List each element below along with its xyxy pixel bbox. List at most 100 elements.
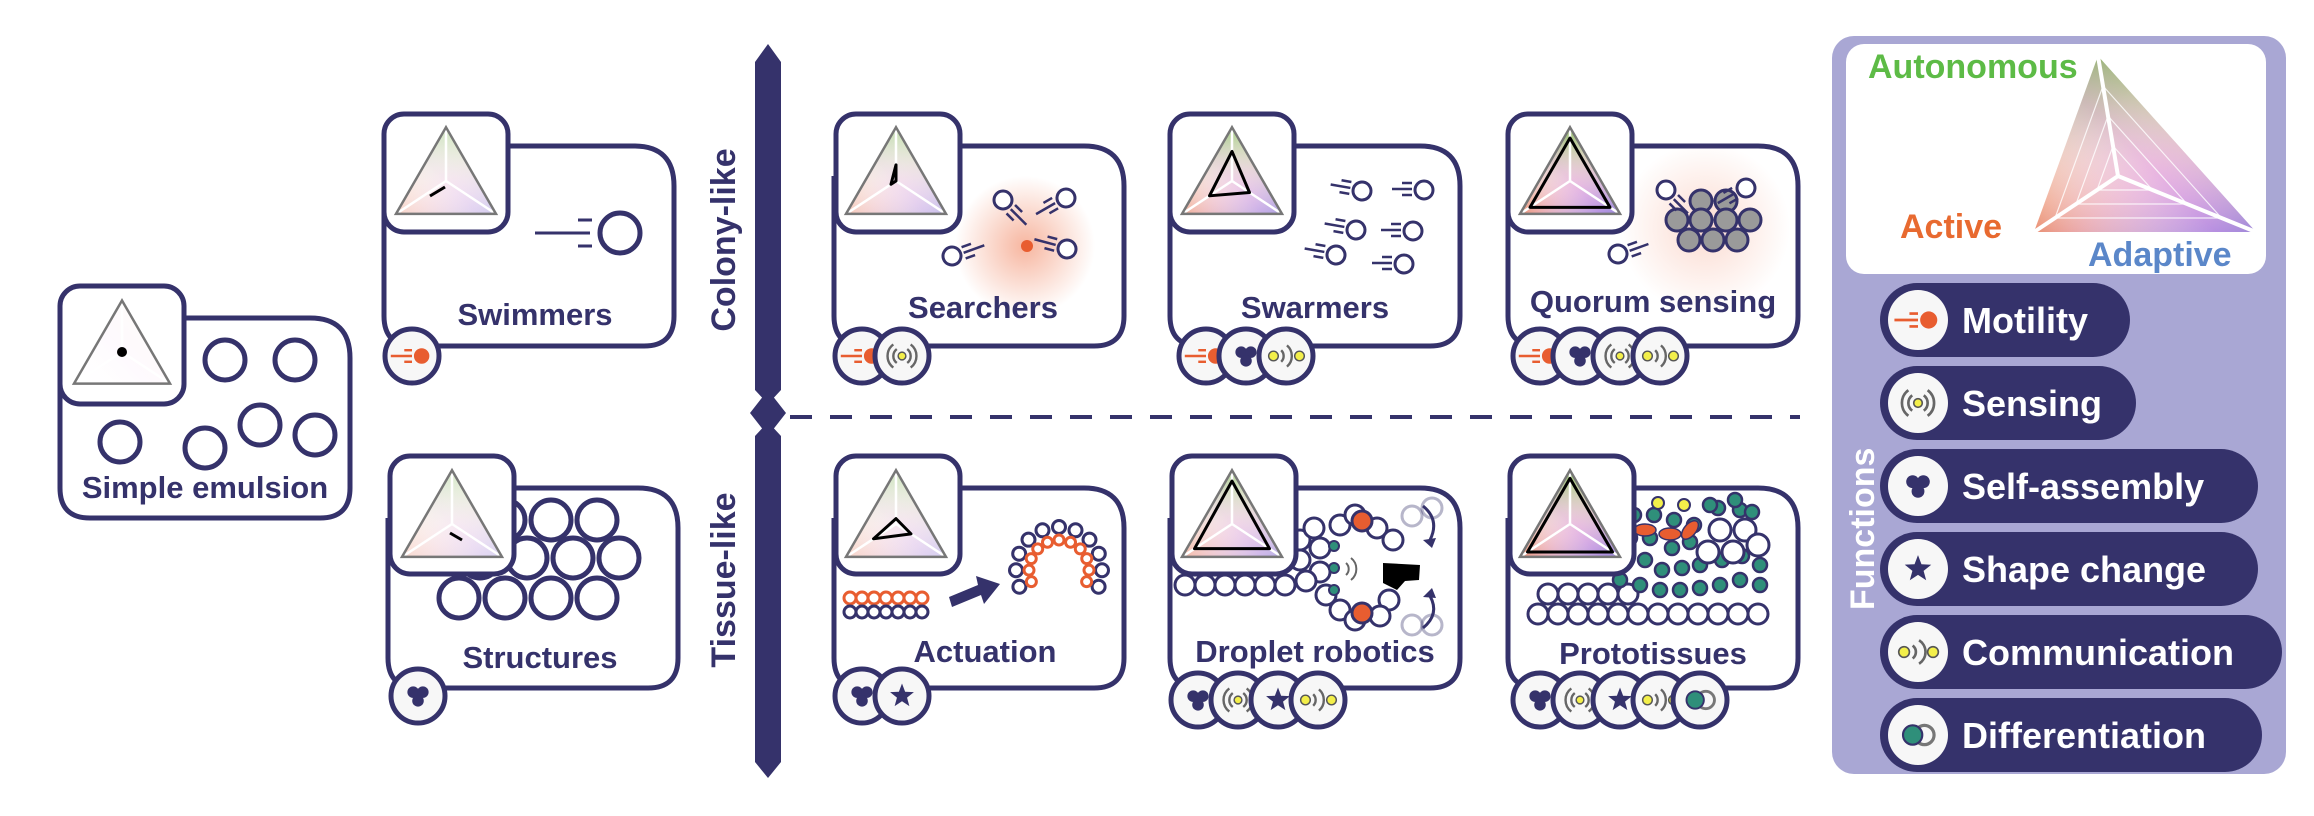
differentiated-droplet [1651,581,1669,599]
receiver [1293,350,1306,362]
clustered-droplet [1724,227,1750,253]
card-label: Actuation [914,634,1057,669]
active-layer-droplet [1031,542,1045,556]
differentiated-droplet [1711,576,1729,594]
droplet [1308,536,1332,560]
legend-pill [1880,698,2262,772]
ternary-key [2032,55,2257,234]
differentiated-droplet [1631,576,1649,594]
motion-trail [1655,179,1689,215]
ternary-plot [843,467,949,559]
assembly-dot [851,686,863,698]
self-assembly-icon [388,666,448,726]
droplet [1526,602,1550,626]
assembly-dot [1192,699,1204,711]
droplet [1546,602,1570,626]
signal-wave [1318,688,1326,712]
droplet [1536,582,1560,606]
capability-profile [889,163,898,186]
axis-diamond [750,390,786,436]
triangle-outline [399,467,505,559]
card-swimmers: Swimmers [381,111,677,386]
assembly-dot [412,695,424,707]
droplet [1294,569,1318,593]
legend-item-label: Sensing [1962,383,2102,424]
communication-icon [1288,670,1348,730]
active-layer-droplet [1080,575,1094,589]
differentiated-droplet [1726,491,1744,509]
triangle-outline [71,297,173,385]
sender [1267,350,1280,362]
droplet [1393,253,1415,275]
motion-trail [1324,218,1367,241]
droplet [97,419,143,465]
differentiated-droplet [1751,576,1769,594]
assembly-dot [1569,346,1581,358]
clustered-droplet [1713,207,1739,233]
legend-item-self-assembly: Self-assembly [1880,449,2258,523]
card-label: Prototissues [1559,636,1747,671]
droplet [1566,602,1590,626]
active-layer-droplet [1064,535,1078,549]
trail-line [1333,229,1344,235]
shape-change-icon [1888,539,1948,599]
star [890,683,914,707]
droplet [1720,539,1746,565]
legend-pill [1880,449,2258,523]
assembly-dot [1534,699,1546,711]
trail-line [1034,238,1056,247]
motion-trail [1392,179,1435,201]
signal-source [897,351,907,361]
legend-pill [1880,615,2282,689]
droplet [1055,187,1077,209]
signal-wave [1564,687,1573,713]
signal-wave [1570,692,1576,708]
functions-title: Functions [1844,448,1882,610]
sensing-icon [1550,670,1610,730]
assembly-dot [1911,484,1925,498]
signal-wave [1584,692,1590,708]
arrowhead [1423,588,1436,598]
signal-wave [1312,693,1317,707]
card-swarmers: Swarmers [1167,111,1463,386]
signal-wave [1604,343,1613,369]
clustered-droplet [1676,227,1702,253]
passive-layer-droplet [1090,545,1107,562]
active-layer-droplet [1052,533,1066,547]
axis-line [445,179,497,215]
differentiated-droplet [1751,556,1769,574]
trail-line [1324,222,1345,229]
legend-item-sensing: Sensing [1880,366,2136,440]
active-layer-droplet [866,590,882,606]
card-label: Swimmers [457,297,612,332]
key-fill-mix [2034,56,2256,232]
trail-line [961,242,972,249]
assembly-dot [1539,690,1551,702]
assembly-dot [1197,690,1209,702]
droplet [1413,179,1435,201]
active-layer-droplet [878,590,894,606]
signal-source [1615,351,1625,361]
axis-line [1569,179,1621,215]
passive-layer-droplet [1034,522,1051,539]
droplet [1735,177,1757,199]
motion-trail [992,189,1028,226]
trail-line [1341,179,1352,184]
arrowhead [1423,538,1436,548]
key-gridline [2096,144,2154,191]
trail-line [1717,192,1736,205]
icon-badge [1288,670,1348,730]
signal-wave [1660,344,1668,368]
signal-source [1912,397,1924,409]
assembly-dot [417,686,429,698]
sensor-droplet [1328,540,1340,552]
signal-wave [1900,389,1910,417]
droplet [1686,602,1710,626]
legend-pill [1880,366,2136,440]
axis-line [895,522,947,558]
motion-trail [1034,235,1078,260]
signal-wave [1660,688,1668,712]
differentiated-droplet [1731,571,1749,589]
passive-layer-droplet [854,604,870,620]
signal-molecule [1677,498,1691,512]
